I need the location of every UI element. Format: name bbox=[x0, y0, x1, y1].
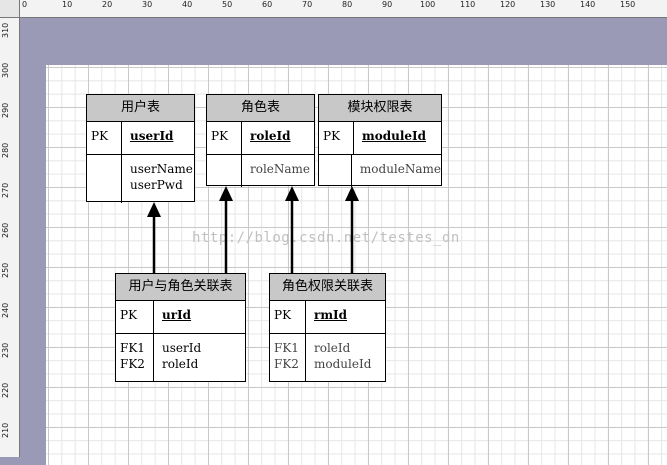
pk-label: PK bbox=[207, 122, 242, 154]
entity-title: 用户表 bbox=[87, 95, 194, 122]
entity-module-table[interactable]: 模块权限表 PK moduleId moduleName bbox=[318, 94, 442, 187]
pk-label: PK bbox=[87, 122, 122, 154]
entity-user-role-table[interactable]: 用户与角色关联表 PK urId FK1 FK2 userId roleId bbox=[115, 273, 246, 382]
entity-user-table[interactable]: 用户表 PK userId userName userPwd bbox=[86, 94, 195, 203]
ruler-label: 0 bbox=[22, 0, 28, 9]
ruler-label: 40 bbox=[182, 0, 193, 9]
field: roleId bbox=[162, 357, 199, 371]
fields-row: FK1 FK2 roleId moduleId bbox=[270, 334, 385, 382]
ruler-label: 220 bbox=[1, 382, 10, 398]
ruler-label: 230 bbox=[1, 342, 10, 358]
field: roleName bbox=[250, 162, 311, 176]
ruler-label: 310 bbox=[1, 22, 10, 38]
pk-field: roleId bbox=[250, 129, 291, 143]
pk-row: PK urId bbox=[116, 301, 245, 334]
ruler-label: 100 bbox=[420, 0, 436, 9]
pk-label: PK bbox=[270, 301, 306, 333]
ruler-label: 250 bbox=[1, 262, 10, 278]
field: roleId bbox=[314, 341, 351, 355]
fk-label: FK2 bbox=[120, 357, 145, 371]
field: userName bbox=[130, 162, 193, 176]
pk-label: PK bbox=[319, 122, 354, 154]
ruler-label: 30 bbox=[142, 0, 153, 9]
fields-row: moduleName bbox=[319, 155, 441, 187]
pk-row: PK rmId bbox=[270, 301, 385, 334]
pk-row: PK roleId bbox=[207, 122, 314, 155]
watermark: http://blog.csdn.net/testes_dn bbox=[192, 230, 460, 246]
entity-title: 角色表 bbox=[207, 95, 314, 122]
field: moduleName bbox=[359, 162, 441, 176]
entity-title: 用户与角色关联表 bbox=[116, 274, 245, 301]
pk-row: PK userId bbox=[87, 122, 194, 155]
entity-role-module-table[interactable]: 角色权限关联表 PK rmId FK1 FK2 roleId moduleId bbox=[269, 273, 386, 382]
ruler-label: 270 bbox=[1, 182, 10, 198]
ruler-label: 210 bbox=[1, 422, 10, 438]
ruler-label: 70 bbox=[302, 0, 313, 9]
ruler-label: 90 bbox=[382, 0, 393, 9]
ruler-label: 120 bbox=[500, 0, 516, 9]
ruler-label: 140 bbox=[580, 0, 596, 9]
pk-label: PK bbox=[116, 301, 154, 333]
ruler-corner bbox=[0, 0, 20, 18]
top-ruler: 0 10 20 30 40 50 60 70 80 90 100 110 120… bbox=[0, 0, 667, 18]
ruler-label: 240 bbox=[1, 302, 10, 318]
ruler-label: 300 bbox=[1, 62, 10, 78]
entity-role-table[interactable]: 角色表 PK roleId roleName bbox=[206, 94, 315, 187]
ruler-label: 80 bbox=[342, 0, 353, 9]
field: moduleId bbox=[314, 357, 372, 371]
pk-field: userId bbox=[130, 129, 174, 143]
pk-row: PK moduleId bbox=[319, 122, 441, 155]
ruler-label: 130 bbox=[540, 0, 556, 9]
fk-label: FK2 bbox=[274, 357, 299, 371]
ruler-label: 20 bbox=[102, 0, 113, 9]
fields-row: userName userPwd bbox=[87, 155, 194, 203]
pk-field: moduleId bbox=[362, 129, 427, 143]
ruler-label: 60 bbox=[262, 0, 273, 9]
pk-field: urId bbox=[162, 308, 192, 322]
pk-field: rmId bbox=[314, 308, 348, 322]
field: userId bbox=[162, 341, 202, 355]
ruler-label: 110 bbox=[460, 0, 476, 9]
ruler-label: 290 bbox=[1, 102, 10, 118]
ruler-label: 50 bbox=[222, 0, 233, 9]
entity-title: 模块权限表 bbox=[319, 95, 441, 122]
fields-row: roleName bbox=[207, 155, 314, 187]
entity-title: 角色权限关联表 bbox=[270, 274, 385, 301]
ruler-label: 10 bbox=[62, 0, 73, 9]
fk-label: FK1 bbox=[120, 341, 145, 355]
fk-label: FK1 bbox=[274, 341, 299, 355]
left-ruler: 310 300 290 280 270 260 250 240 230 220 … bbox=[0, 18, 20, 457]
ruler-label: 260 bbox=[1, 222, 10, 238]
field: userPwd bbox=[130, 178, 183, 192]
ruler-label: 150 bbox=[620, 0, 636, 9]
fields-row: FK1 FK2 userId roleId bbox=[116, 334, 245, 382]
ruler-label: 280 bbox=[1, 142, 10, 158]
